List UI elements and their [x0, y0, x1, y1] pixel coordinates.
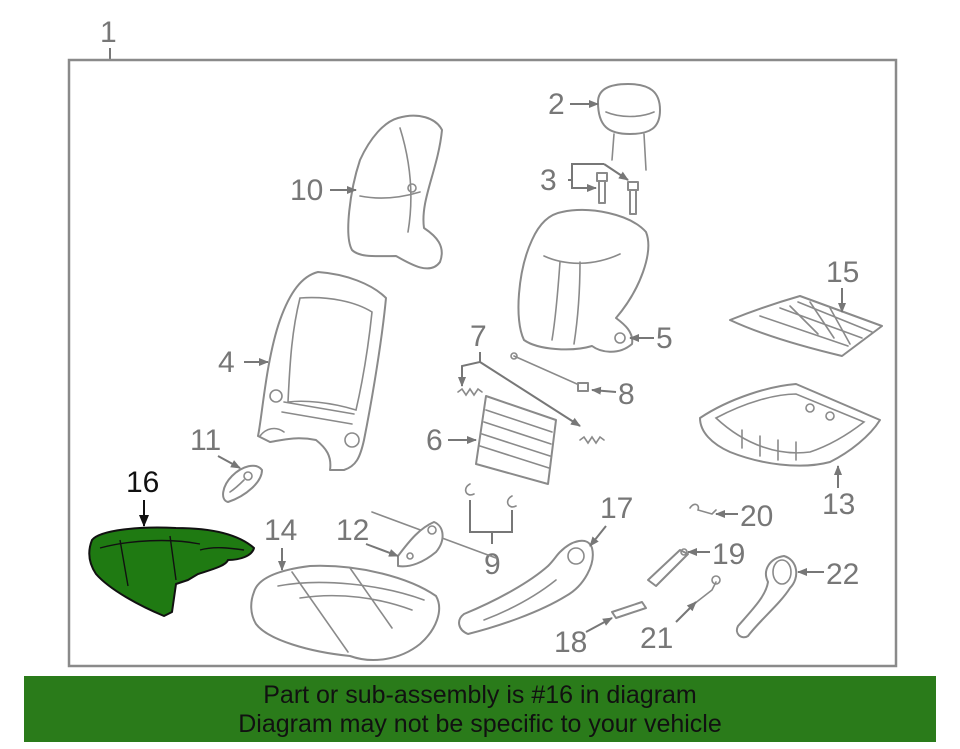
callout-17: 17 [600, 492, 633, 525]
part-cushion-spring-mat[interactable]: 15 [729, 256, 883, 357]
callout-11: 11 [190, 424, 221, 457]
callout-4: 4 [218, 346, 235, 379]
part-headrest-guide[interactable]: 3 [540, 163, 639, 215]
part-knob[interactable]: 22 [736, 555, 859, 639]
part-cushion-cover[interactable]: 16 [88, 466, 255, 617]
callout-3: 3 [540, 164, 557, 197]
callout-20: 20 [740, 500, 773, 533]
part-lumbar-support[interactable]: 6 [426, 395, 557, 485]
part-cushion-frame[interactable]: 13 [699, 383, 881, 521]
part-link[interactable]: 21 [640, 575, 721, 655]
part-side-trim[interactable]: 17 [458, 492, 633, 635]
banner-line-1: Part or sub-assembly is #16 in diagram [263, 681, 697, 709]
callout-12: 12 [336, 514, 369, 547]
assembly-frame: 1 [67, 16, 898, 668]
callout-13: 13 [822, 488, 855, 521]
banner-line-2: Diagram may not be specific to your vehi… [238, 710, 722, 738]
callout-18: 18 [554, 626, 587, 659]
part-spring[interactable]: 7 [457, 320, 605, 445]
callout-2: 2 [548, 88, 565, 121]
callout-21: 21 [640, 622, 673, 655]
callout-8: 8 [618, 378, 635, 411]
part-recliner-assembly[interactable]: 12 [336, 511, 497, 568]
part-seatback-frame[interactable]: 4 [218, 271, 387, 471]
part-hook[interactable]: 20 [689, 500, 773, 533]
callout-15: 15 [826, 256, 859, 289]
part-lever-small[interactable]: 18 [554, 601, 647, 659]
callout-22: 22 [826, 558, 859, 591]
callout-19: 19 [712, 538, 745, 571]
callout-14: 14 [264, 514, 297, 547]
parts-diagram: 1 2 3 10 5 [67, 16, 898, 668]
part-wire[interactable]: 8 [510, 352, 635, 411]
callout-9: 9 [484, 548, 501, 581]
callout-7: 7 [470, 320, 487, 353]
part-bracket[interactable]: 19 [647, 538, 745, 587]
info-banner: Part or sub-assembly is #16 in diagram D… [24, 676, 936, 742]
callout-1: 1 [100, 16, 117, 49]
part-seatback-cover[interactable]: 10 [290, 114, 443, 270]
part-clip[interactable]: 9 [464, 483, 517, 581]
part-recliner-cover[interactable]: 11 [190, 424, 263, 503]
callout-6: 6 [426, 424, 443, 457]
part-headrest[interactable]: 2 [548, 83, 661, 171]
part-seatback-pad[interactable]: 5 [517, 209, 673, 355]
callout-5: 5 [656, 322, 673, 355]
callout-10: 10 [290, 174, 323, 207]
callout-16: 16 [126, 466, 159, 499]
part-cushion-pad[interactable]: 14 [250, 514, 441, 661]
